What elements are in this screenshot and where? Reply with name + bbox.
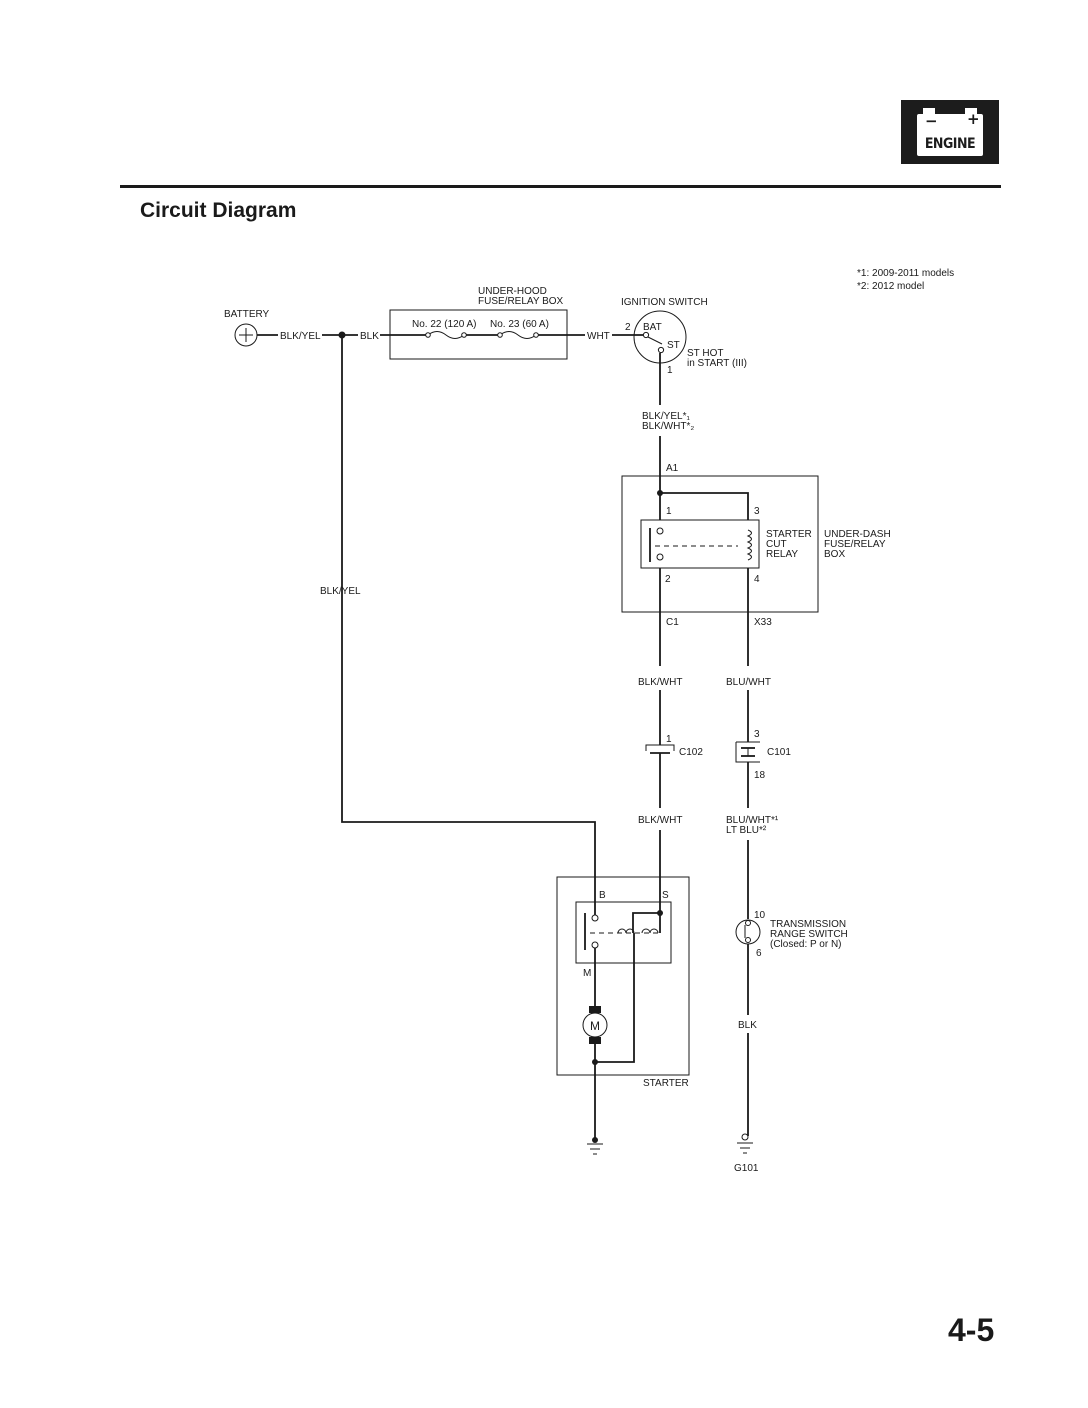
wire-label-lt-blu-note: LT BLU*² — [726, 825, 767, 836]
under-dash-label-3: BOX — [824, 549, 845, 560]
connector-x33: X33 — [754, 617, 772, 628]
starter-terminal-m: M — [583, 968, 591, 979]
footnote-2: *2: 2012 model — [857, 281, 924, 292]
wire-label-blk: BLK — [360, 331, 379, 342]
footnote-1: *1: 2009-2011 models — [857, 268, 954, 279]
c101-label: C101 — [767, 747, 791, 758]
battery-label: BATTERY — [224, 309, 270, 320]
minus-sign: − — [925, 112, 938, 130]
page-title: Circuit Diagram — [140, 199, 297, 222]
relay-pin-4: 4 — [754, 574, 760, 585]
c101-connector — [735, 741, 760, 763]
relay-pin-2: 2 — [665, 574, 671, 585]
starter-outline — [556, 876, 690, 1076]
under-dash-label-1: UNDER-DASH — [824, 529, 891, 540]
range-switch-label-1: TRANSMISSION — [770, 919, 846, 930]
wire-label-blk-wht-1: BLK/WHT — [638, 677, 682, 688]
page-number: 4-5 — [948, 1312, 995, 1348]
wire-label-blk-yel-starter: BLK/YEL — [320, 586, 361, 597]
wire-label-blu-wht-1: BLU/WHT — [726, 677, 771, 688]
c102-connector — [645, 744, 675, 754]
wire-label-blk-yel-battery: BLK/YEL — [280, 331, 321, 342]
ignition-bat-terminal: BAT — [643, 322, 662, 333]
fuse-22-symbol — [425, 331, 467, 339]
starter-ground-symbol — [587, 1137, 603, 1155]
starter-cut-relay — [640, 519, 760, 569]
c101-pin-18: 18 — [754, 770, 766, 781]
battery-icon: − + ENGINE — [917, 108, 983, 156]
starter-solenoid-box — [575, 901, 672, 964]
fuse-box-label-2: FUSE/RELAY BOX — [478, 296, 564, 307]
header-rule — [120, 185, 1001, 188]
c102-pin-1: 1 — [666, 734, 672, 745]
connector-a1: A1 — [666, 463, 679, 474]
wire-relay-coil-feed — [660, 492, 749, 520]
fuse-22-label: No. 22 (120 A) — [412, 319, 476, 330]
starter-terminal-b: B — [599, 890, 606, 901]
wire-label-blk-wht-note: BLK/WHT*₂ — [642, 421, 694, 432]
wire-blk-yel-to-starter — [341, 335, 596, 918]
under-dash-fuse-relay-box — [621, 475, 819, 613]
wire-label-blu-wht-note: BLU/WHT*¹ — [726, 815, 779, 826]
connector-c1: C1 — [666, 617, 679, 628]
wire-label-blk-yel-note: BLK/YEL*₁ — [642, 411, 690, 422]
fuse-box-label-1: UNDER-HOOD — [478, 286, 547, 297]
hold-in-coil — [641, 928, 659, 934]
relay-coil — [746, 529, 752, 561]
g101-ground-symbol — [737, 1133, 753, 1154]
wire-label-wht: WHT — [587, 331, 610, 342]
starter-terminal-s: S — [662, 890, 669, 901]
relay-label-1: STARTER — [766, 529, 812, 540]
ignition-in-start: in START (III) — [687, 358, 747, 369]
battery-symbol — [234, 323, 258, 347]
motor-symbol-label: M — [590, 1019, 600, 1033]
c101-pin-3: 3 — [754, 729, 760, 740]
pull-in-coil — [617, 928, 635, 934]
fuse-23-label: No. 23 (60 A) — [490, 319, 549, 330]
ignition-contact — [647, 336, 663, 345]
under-dash-label-2: FUSE/RELAY — [824, 539, 886, 550]
ignition-st-hot: ST HOT — [687, 348, 723, 359]
wire-label-blk-wht-2: BLK/WHT — [638, 815, 682, 826]
engine-badge-label: ENGINE — [924, 136, 976, 152]
ignition-switch-label: IGNITION SWITCH — [621, 297, 708, 308]
relay-label-2: CUT — [766, 539, 787, 550]
range-switch-label-2: RANGE SWITCH — [770, 929, 848, 940]
wire-label-blk-ground: BLK — [738, 1020, 757, 1031]
ignition-st-terminal: ST — [667, 340, 680, 351]
c102-label: C102 — [679, 747, 703, 758]
ignition-pin-1: 1 — [667, 365, 673, 376]
fuse-23-symbol — [497, 331, 539, 339]
range-switch-label-3: (Closed: P or N) — [770, 939, 842, 950]
relay-pin-3: 3 — [754, 506, 760, 517]
range-switch-pin-10: 10 — [754, 910, 766, 921]
ground-g101-label: G101 — [734, 1163, 759, 1174]
range-switch-pin-6: 6 — [756, 948, 762, 959]
starter-label: STARTER — [643, 1078, 689, 1089]
relay-label-3: RELAY — [766, 549, 798, 560]
ignition-pin-2: 2 — [625, 322, 631, 333]
relay-pin-1: 1 — [666, 506, 672, 517]
plus-sign: + — [967, 110, 980, 128]
engine-section-badge: − + ENGINE — [901, 100, 999, 164]
